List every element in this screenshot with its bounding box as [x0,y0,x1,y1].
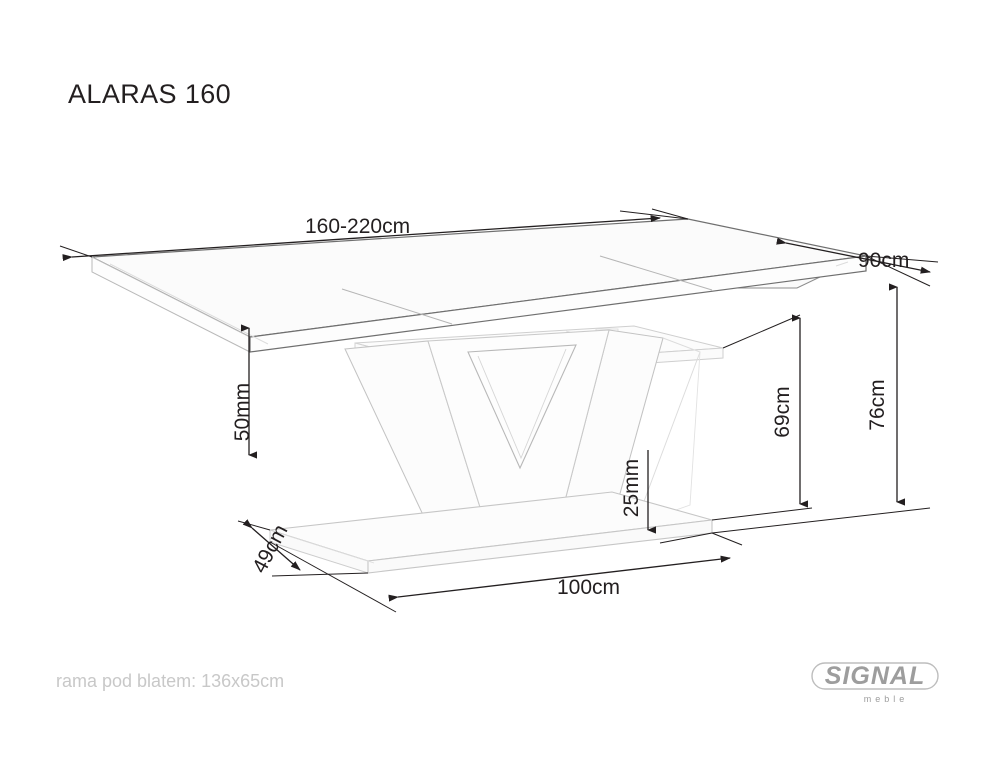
dim-width-label: 160-220cm [305,215,410,238]
logo-brand-text: SIGNAL [825,662,925,690]
dim-76cm-label: 76cm [866,379,889,430]
dim-width-ext-right [651,208,689,220]
dimension-total-height: 76cm [711,255,931,534]
dim-69cm-ext-top [722,314,801,349]
dim-76cm-ext-bottom [711,507,931,534]
dimension-plate-thickness: 25mm [620,450,713,544]
dim-depth-ext-a [619,210,689,220]
pedestal-foot-back [647,351,701,521]
pedestal-v-notch-inner [477,348,567,460]
dim-100cm-ext-left [269,541,397,613]
dim-100cm-label: 100cm [557,576,620,599]
dim-100cm-ext-right [711,532,743,546]
signal-meble-logo: SIGNAL meble [808,658,956,710]
tabletop-seam-left [341,288,453,325]
pedestal-v-notch [467,344,577,470]
dim-50mm-label: 50mm [231,383,254,441]
dim-76cm-ext-top [865,255,931,287]
dim-25mm-label: 25mm [620,459,643,517]
dim-69cm-label: 69cm [771,386,794,437]
dim-49cm-label: 49cm [248,521,292,577]
frame-note: rama pod blatem: 136x65cm [56,671,285,691]
logo-background [808,658,956,710]
dim-25mm-ext [659,532,713,544]
dimension-clearance-height: 69cm [711,314,813,521]
page-title: ALARAS 160 [68,79,232,109]
dimension-plate-width: 100cm [269,532,743,613]
logo-tagline-text: meble [864,694,909,704]
tabletop-seam-right [599,255,713,291]
dim-69cm-ext-bottom [711,507,813,521]
dim-width-line [62,215,662,262]
dim-49cm-ext-b [271,572,369,577]
dim-49cm-line [242,519,301,571]
logo-oval-outline [811,662,939,690]
dimension-depth: 90cm [619,210,939,274]
dim-100cm-line [388,555,732,602]
dim-49cm-ext-a [237,520,271,531]
dimension-width: 160-220cm [59,208,689,262]
tabletop-group [89,218,867,353]
dim-depth-line [776,237,932,274]
dim-depth-label: 90cm [858,249,909,272]
dimension-top-thickness: 50mm [231,324,258,459]
